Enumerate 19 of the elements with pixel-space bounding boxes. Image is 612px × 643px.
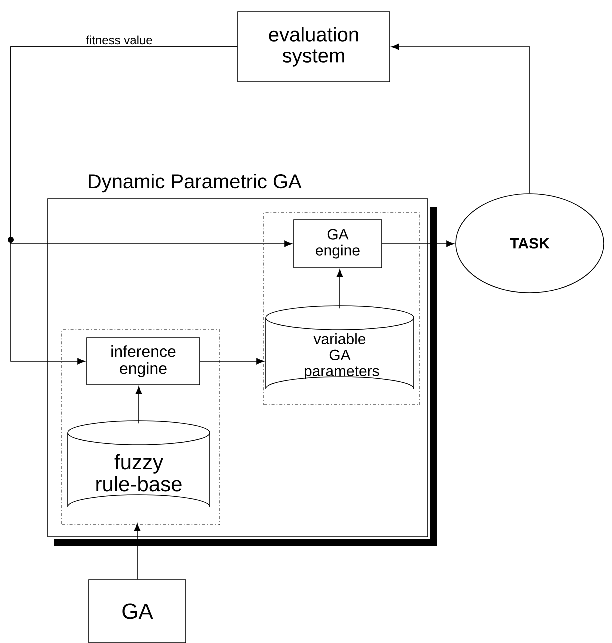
node-label: fuzzy rule-base: [96, 454, 182, 492]
database-cylinder: variable GA parameters: [266, 306, 414, 390]
node-label: Dynamic Parametric GA: [89, 174, 302, 193]
process-box: evaluation system: [238, 12, 390, 82]
process-box: GA: [88, 580, 186, 643]
dashed-group-box: [62, 330, 220, 526]
process-box: inference engine: [86, 338, 200, 386]
arrow: [392, 44, 530, 194]
arrow: [136, 386, 142, 424]
edge-label: fitness value: [86, 36, 152, 45]
arrow: [200, 358, 264, 365]
database-cylinder: fuzzy rule-base: [68, 420, 210, 508]
arrow: [10, 46, 238, 365]
node-label: variable GA parameters: [304, 334, 380, 380]
arrow: [382, 240, 454, 248]
arrow: [134, 524, 141, 580]
process-box: GA engine: [294, 220, 382, 268]
dashed-group-box: [264, 212, 420, 406]
arrow: [336, 270, 344, 309]
